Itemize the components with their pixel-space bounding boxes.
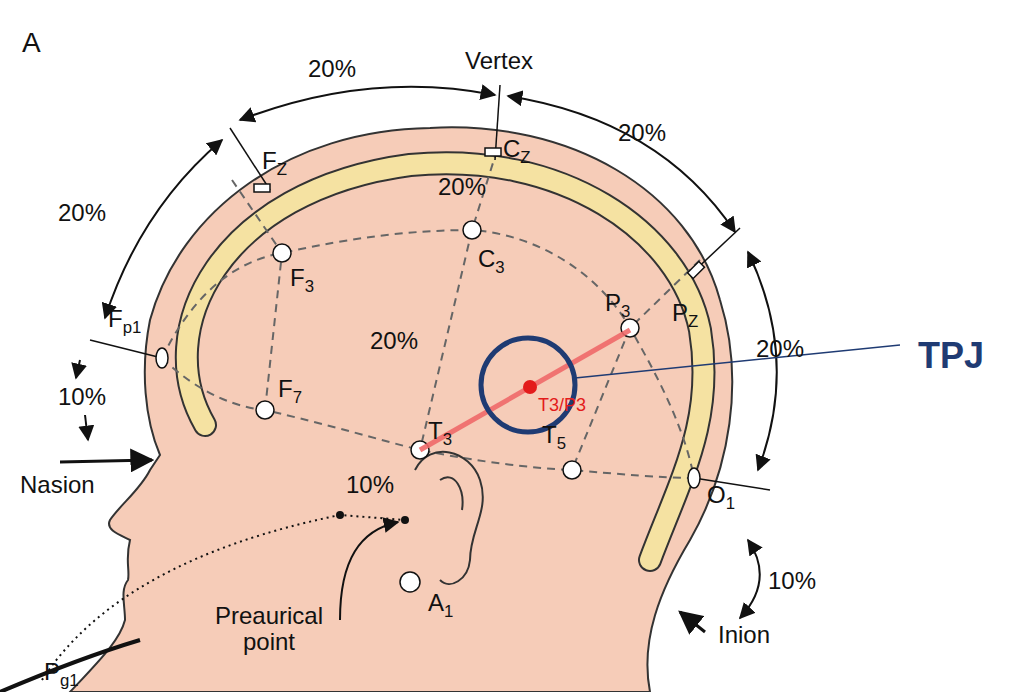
point	[401, 516, 409, 524]
measure-arrows	[60, 87, 777, 632]
measure-label: 20%	[756, 336, 804, 362]
measure-label: Inion	[718, 622, 770, 648]
electrode-label: CZ	[503, 136, 531, 167]
electrodes	[156, 148, 704, 592]
measure-label: Nasion	[20, 472, 95, 498]
measure-label: 20%	[438, 174, 486, 200]
measure-label: 20%	[618, 120, 666, 146]
measure-label: 20%	[58, 200, 106, 226]
electrode-label: C3	[478, 246, 505, 277]
measure-label: 10%	[346, 472, 394, 498]
region-label: TPJ	[918, 336, 984, 376]
electrode-label: PZ	[672, 300, 698, 331]
electrode-label: T3	[428, 418, 452, 449]
measure-label: A	[22, 28, 41, 59]
measure-label: T3/P3	[538, 396, 586, 416]
electrode-label: Pg1	[44, 659, 79, 690]
electrode-label: P3	[605, 290, 630, 321]
t3-p3-point	[523, 380, 537, 394]
electrode-label: FZ	[262, 148, 287, 179]
head-outline	[70, 127, 732, 692]
tpj-leader	[575, 345, 900, 378]
tick-marks	[90, 85, 770, 490]
electrode-lines	[162, 150, 700, 478]
skull-band	[187, 163, 704, 560]
ear	[415, 452, 483, 584]
electrode-label: F7	[278, 376, 302, 407]
electrode-label: F3	[290, 265, 314, 296]
point	[336, 511, 344, 519]
chin-wire	[0, 640, 140, 692]
electrode-label: O1	[707, 482, 735, 513]
measure-label: 10%	[768, 568, 816, 594]
skull-band-edge	[187, 163, 704, 560]
measure-label: 20%	[308, 56, 356, 82]
measure-label: 20%	[370, 328, 418, 354]
measure-label: Vertex	[465, 48, 533, 74]
electrode-label: A1	[428, 590, 453, 621]
measure-label: Preaurical point	[194, 603, 344, 656]
tpj-circle	[481, 338, 575, 432]
measure-label: 10%	[58, 384, 106, 410]
electrode-label: Fp1	[108, 306, 141, 337]
t3-p3-line	[420, 330, 630, 450]
electrode-label: T5	[542, 422, 566, 453]
